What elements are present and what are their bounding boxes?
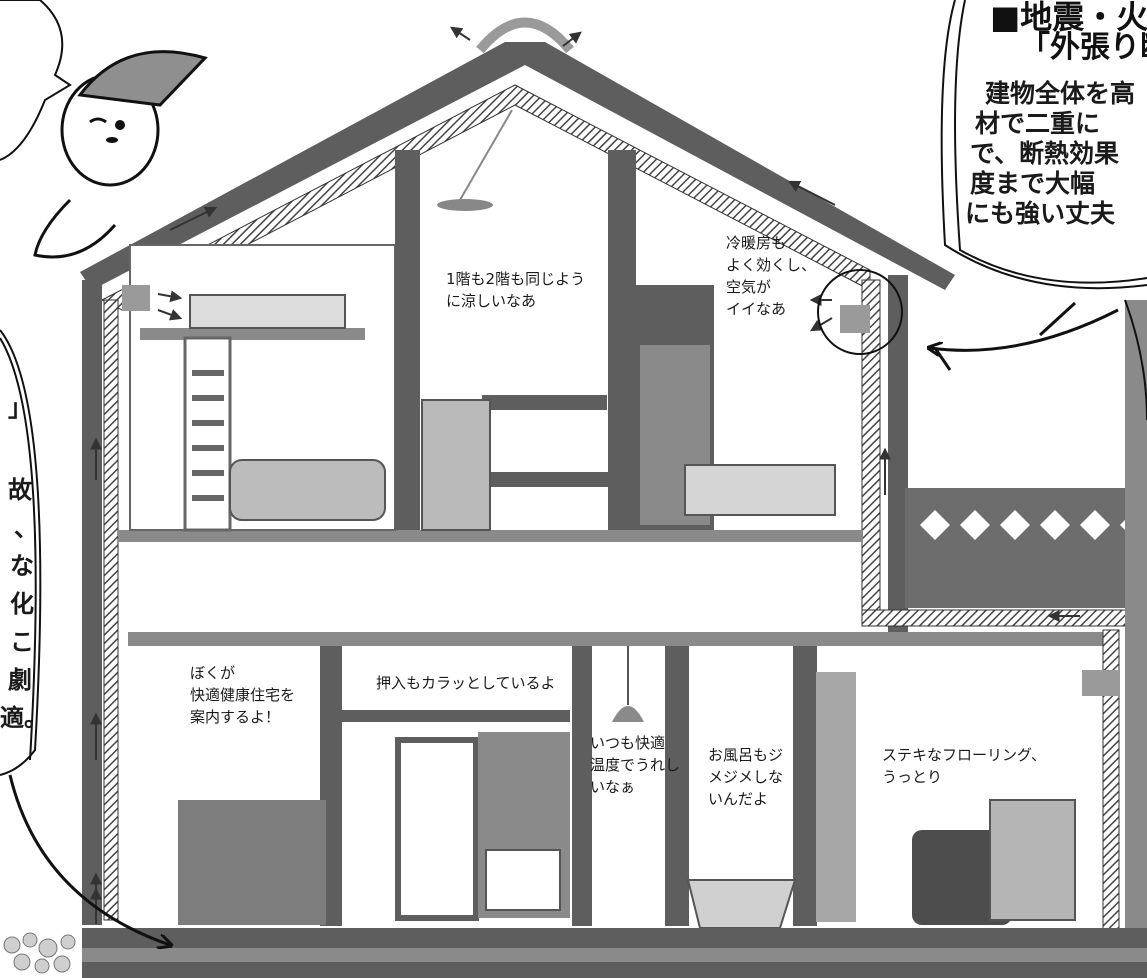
callout-arrow-left xyxy=(8,774,170,945)
left-panel-char-1: 故 xyxy=(8,476,32,504)
zoom-circle xyxy=(817,269,903,355)
bubble-toilet: いつも快適 温度でうれし いなぁ xyxy=(590,734,681,796)
header-title-line1: ■地震・火 xyxy=(990,0,1147,36)
left-panel-char-5: こ xyxy=(10,628,34,656)
callout-arrow-right xyxy=(930,308,1119,350)
left-panel-char-3: な xyxy=(10,552,34,580)
left-panel-char-7: 適。 xyxy=(0,704,48,732)
left-panel-char-6: 劇 xyxy=(8,666,32,694)
left-panel-char-4: 化 xyxy=(10,590,34,618)
bubble-guide: ぼくが 快適健康住宅を 案内するよ！ xyxy=(190,664,296,726)
bubble-flooring: ステキなフローリング、 うっとり xyxy=(882,746,1046,786)
header-title-line2: 「外張り断 xyxy=(1020,30,1147,65)
bubble-aircon: 冷暖房も よく効くし、 空気が イイなあ xyxy=(726,234,817,318)
left-panel-bubble xyxy=(0,329,42,776)
right-panel-line-5: にも強い丈夫 xyxy=(965,199,1116,228)
right-panel-line-3: で、断熱効果 xyxy=(970,139,1120,168)
bubble-bath: お風呂もジ メジメしな いんだよ xyxy=(708,746,784,808)
roof-vent xyxy=(476,17,574,54)
right-panel-line-1: 建物全体を高 xyxy=(985,79,1136,108)
right-panel-line-2: 材で二重に xyxy=(975,109,1101,138)
right-panel-line-4: 度まで大幅 xyxy=(970,169,1096,198)
mascot-character xyxy=(33,50,208,259)
right-panel-bubble xyxy=(940,0,1147,290)
bubble-closet: 押入もカラッとしているよ xyxy=(376,674,556,692)
left-panel-bracket: 」 xyxy=(8,394,32,422)
left-speech-bubble xyxy=(0,0,72,161)
bubble-upstairs: 1階も2階も同じよう に涼しいなあ xyxy=(446,270,586,310)
left-panel-char-2: 、 xyxy=(14,514,38,542)
